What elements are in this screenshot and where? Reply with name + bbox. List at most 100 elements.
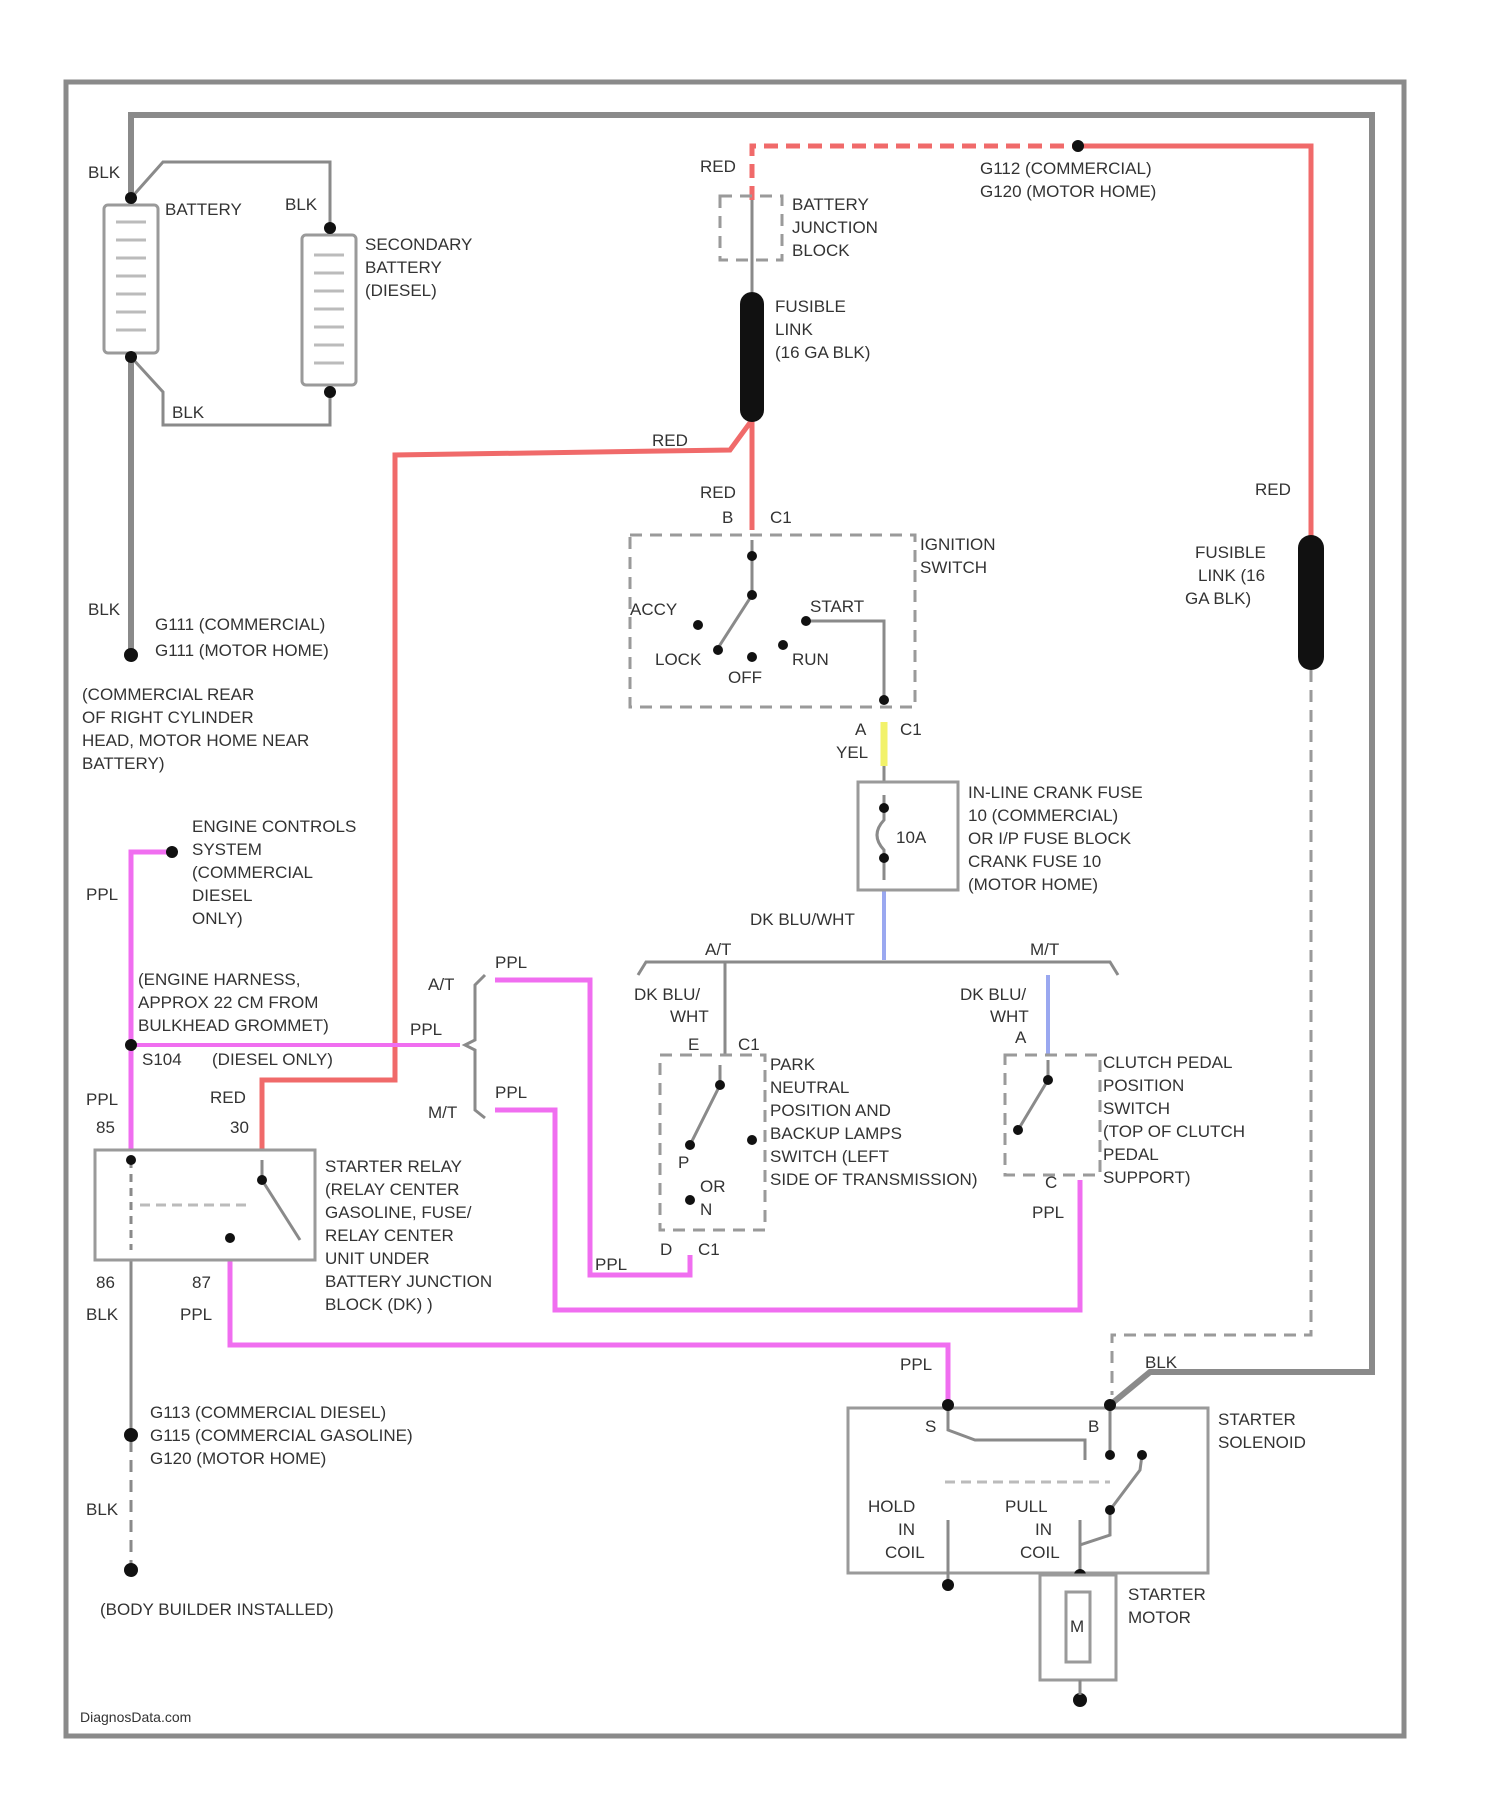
wire-label: BLK xyxy=(1145,1353,1178,1372)
hold-coil-label: IN xyxy=(898,1520,915,1539)
fusible-link-label: FUSIBLE xyxy=(775,297,846,316)
ign-pos-start: START xyxy=(810,597,864,616)
terminal-dot xyxy=(1043,1075,1053,1085)
fuse-rating: 10A xyxy=(896,828,927,847)
pull-coil-label: COIL xyxy=(1020,1543,1060,1562)
terminal-dot xyxy=(1013,1125,1023,1135)
nsw-label: NEUTRAL xyxy=(770,1078,849,1097)
pin-label: C1 xyxy=(698,1240,720,1259)
wire-label: PPL xyxy=(180,1305,212,1324)
pull-coil-label: IN xyxy=(1035,1520,1052,1539)
pin-label: C1 xyxy=(738,1035,760,1054)
starter-relay-label: (RELAY CENTER xyxy=(325,1180,459,1199)
terminal-dot xyxy=(126,1155,136,1165)
starter-motor-label: MOTOR xyxy=(1128,1608,1191,1627)
battery-label: BATTERY xyxy=(165,200,242,219)
starter-motor-label: STARTER xyxy=(1128,1585,1206,1604)
terminal-dot xyxy=(225,1233,235,1243)
mt-left-label: M/T xyxy=(428,1103,457,1122)
cpp-label: SWITCH xyxy=(1103,1099,1170,1118)
terminal-dot xyxy=(879,803,889,813)
ignition-switch-contact xyxy=(718,540,752,648)
terminal-dot xyxy=(879,853,889,863)
cpp-label: SUPPORT) xyxy=(1103,1168,1191,1187)
pin-label: S xyxy=(925,1417,936,1436)
nsw-label: BACKUP LAMPS xyxy=(770,1124,902,1143)
starter-solenoid-label: SOLENOID xyxy=(1218,1433,1306,1452)
pin-label: 87 xyxy=(192,1273,211,1292)
splice-top-right xyxy=(1072,140,1084,152)
splice-note: (DIESEL ONLY) xyxy=(212,1050,333,1069)
terminal-dot xyxy=(801,616,811,626)
terminal-dot xyxy=(942,1399,954,1411)
pin-label: D xyxy=(660,1240,672,1259)
secondary-battery xyxy=(302,235,356,385)
fusible-link-label: (16 GA BLK) xyxy=(775,343,870,362)
wire-label: BLK xyxy=(86,1305,119,1324)
engine-controls-label: ENGINE CONTROLS xyxy=(192,817,356,836)
fusible-link-2-label: LINK (16 xyxy=(1198,566,1265,585)
pin-label: C xyxy=(1045,1173,1057,1192)
cpp-label: PEDAL xyxy=(1103,1145,1159,1164)
wire-label: RED xyxy=(652,431,688,450)
engine-harness-label: (ENGINE HARNESS, xyxy=(138,970,300,989)
secondary-battery-label: SECONDARY xyxy=(365,235,472,254)
ignition-switch-label: SWITCH xyxy=(920,558,987,577)
terminal-dot xyxy=(747,652,757,662)
fusible-link-2-label: GA BLK) xyxy=(1185,589,1251,608)
splice-s104 xyxy=(125,1039,137,1051)
g111-loc: HEAD, MOTOR HOME NEAR xyxy=(82,731,309,750)
nsw-pos-n: N xyxy=(700,1200,712,1219)
nsw-label: POSITION AND xyxy=(770,1101,891,1120)
wire-label: WHT xyxy=(670,1007,709,1026)
at-mt-brace xyxy=(465,975,485,1118)
terminal-dot xyxy=(747,1135,757,1145)
motor-symbol: M xyxy=(1070,1617,1084,1636)
terminal-dot xyxy=(747,590,757,600)
splice-label: S104 xyxy=(142,1050,182,1069)
engine-controls-label: ONLY) xyxy=(192,909,243,928)
g111-loc: OF RIGHT CYLINDER xyxy=(82,708,254,727)
fusible-link-2-label: FUSIBLE xyxy=(1195,543,1266,562)
terminal-dot xyxy=(125,192,137,204)
wire-label: DK BLU/ xyxy=(634,985,700,1004)
at-label: A/T xyxy=(705,940,731,959)
wire-label: PPL xyxy=(495,953,527,972)
pin-label: B xyxy=(1088,1417,1099,1436)
cpp-label: CLUTCH PEDAL xyxy=(1103,1053,1232,1072)
starter-relay-label: RELAY CENTER xyxy=(325,1226,454,1245)
pin-label: E xyxy=(688,1035,699,1054)
starter-solenoid-label: STARTER xyxy=(1218,1410,1296,1429)
g111-label: G111 (MOTOR HOME) xyxy=(155,641,329,660)
starter-relay-label: STARTER RELAY xyxy=(325,1157,462,1176)
cpp-label: POSITION xyxy=(1103,1076,1184,1095)
starter-relay-label: BATTERY JUNCTION xyxy=(325,1272,492,1291)
pin-label: C1 xyxy=(900,720,922,739)
fusible-link-label: LINK xyxy=(775,320,813,339)
pin-label: B xyxy=(722,508,733,527)
nsw-label: PARK xyxy=(770,1055,816,1074)
pin-label: 30 xyxy=(230,1118,249,1137)
engine-controls-label: SYSTEM xyxy=(192,840,262,859)
engine-controls-terminal xyxy=(166,846,178,858)
bjb-label: BLOCK xyxy=(792,241,850,260)
wire-label: RED xyxy=(700,157,736,176)
wire-label: PPL xyxy=(595,1255,627,1274)
fusible-link-1 xyxy=(740,292,764,422)
wire-label: PPL xyxy=(495,1083,527,1102)
terminal-dot xyxy=(715,1080,725,1090)
g112-label: G112 (COMMERCIAL) xyxy=(980,159,1152,178)
hold-coil-label: HOLD xyxy=(868,1497,915,1516)
g113-label: G115 (COMMERCIAL GASOLINE) xyxy=(150,1426,413,1445)
nsw-label: SIDE OF TRANSMISSION) xyxy=(770,1170,978,1189)
watermark: DiagnosData.com xyxy=(80,1709,191,1725)
engine-harness-label: BULKHEAD GROMMET) xyxy=(138,1016,329,1035)
starter-relay-label: UNIT UNDER xyxy=(325,1249,430,1268)
g111-loc: BATTERY) xyxy=(82,754,165,773)
terminal-dot xyxy=(1073,1693,1087,1707)
ignition-switch-label: IGNITION xyxy=(920,535,996,554)
engine-harness-label: APPROX 22 CM FROM xyxy=(138,993,318,1012)
wire-label: BLK xyxy=(285,195,318,214)
pin-label: 85 xyxy=(96,1118,115,1137)
